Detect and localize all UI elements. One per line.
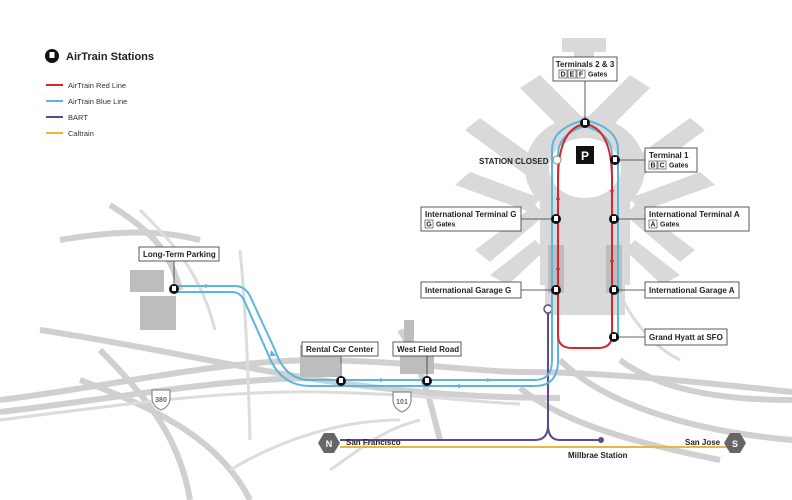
- airtrain-red-line: [557, 122, 613, 349]
- label-terminal1[interactable]: Terminal 1 B C Gates: [644, 147, 698, 173]
- station-marker-closed: [552, 155, 562, 165]
- legend-title: AirTrain Stations: [66, 51, 154, 63]
- us-101-shield: 101: [392, 391, 412, 413]
- parking-structures: [130, 245, 622, 377]
- south-badge: S: [724, 433, 746, 453]
- station-marker-grand-hyatt: [609, 332, 619, 342]
- legend-red-label: AirTrain Red Line: [68, 81, 126, 90]
- label-intl-garage-a[interactable]: International Garage A: [644, 281, 740, 299]
- label-west-field-road[interactable]: West Field Road: [392, 341, 462, 357]
- south-badge-text: S: [732, 439, 738, 449]
- gates-word: Gates: [669, 163, 689, 170]
- legend-bart-label: BART: [68, 113, 88, 122]
- label-intl-garage-g[interactable]: International Garage G: [420, 281, 522, 299]
- station-marker-intl-garage-g: [551, 285, 561, 295]
- label-intl-terminal-a-text: International Terminal A: [649, 210, 740, 219]
- label-intl-terminal-a[interactable]: International Terminal A A Gates: [644, 206, 750, 232]
- red-direction-arrows: [556, 190, 614, 270]
- label-rental-car-center-text: Rental Car Center: [306, 345, 374, 354]
- label-long-term-parking[interactable]: Long-Term Parking: [138, 246, 220, 262]
- parking-icon: [576, 146, 594, 164]
- airtrain-blue-line: [174, 118, 619, 387]
- label-leaders: [173, 80, 645, 376]
- north-badge: N: [318, 433, 340, 453]
- interstate-380-shield: 380: [151, 389, 171, 411]
- legend: AirTrain Stations AirTrain Red Line AirT…: [45, 49, 154, 138]
- gate-g-badge: G: [426, 222, 432, 229]
- gate-e-badge: E: [570, 72, 575, 79]
- millbrae-station-label: Millbrae Station: [568, 451, 628, 460]
- gates-word: Gates: [660, 222, 680, 229]
- north-badge-text: N: [326, 439, 333, 449]
- label-intl-terminal-g[interactable]: International Terminal G G Gates: [420, 206, 522, 232]
- gate-a-badge: A: [650, 222, 655, 229]
- san-jose-label: San Jose: [685, 438, 721, 447]
- bart-line-millbrae: [547, 424, 600, 441]
- station-markers: [169, 118, 620, 386]
- label-west-field-road-text: West Field Road: [397, 345, 459, 354]
- san-francisco-label: San Francisco: [346, 438, 401, 447]
- label-intl-terminal-g-text: International Terminal G: [425, 210, 516, 219]
- gate-d-badge: D: [560, 72, 565, 79]
- station-marker-terminal1: [610, 155, 620, 165]
- station-marker-intl-terminal-g: [551, 214, 561, 224]
- legend-blue-label: AirTrain Blue Line: [68, 97, 127, 106]
- legend-caltrain-label: Caltrain: [68, 129, 94, 138]
- label-intl-garage-g-text: International Garage G: [425, 286, 511, 295]
- gate-f-badge: F: [579, 72, 584, 79]
- direction-arrows: [205, 284, 493, 388]
- parking-symbol: P: [581, 149, 589, 163]
- station-marker-intl-terminal-a: [609, 214, 619, 224]
- terminal-courtyard: [549, 138, 621, 198]
- station-marker-rental-car: [336, 376, 346, 386]
- gates-word: Gates: [588, 72, 608, 79]
- station-closed-label: STATION CLOSED: [479, 157, 549, 166]
- millbrae-dot: [598, 437, 604, 443]
- station-marker-west-field: [422, 376, 432, 386]
- label-grand-hyatt[interactable]: Grand Hyatt at SFO: [644, 328, 728, 346]
- gate-c-badge: C: [659, 163, 664, 170]
- station-marker-terminals23: [580, 118, 590, 128]
- gate-b-badge: B: [650, 163, 655, 170]
- label-terminals23-text: Terminals 2 & 3: [556, 60, 615, 69]
- station-marker-intl-garage-a: [609, 285, 619, 295]
- interstate-380-label: 380: [155, 397, 167, 404]
- label-long-term-parking-text: Long-Term Parking: [143, 250, 216, 259]
- us-101-label: 101: [396, 399, 408, 406]
- gates-word: Gates: [436, 222, 456, 229]
- label-grand-hyatt-text: Grand Hyatt at SFO: [649, 333, 723, 342]
- label-terminals23[interactable]: Terminals 2 & 3 D E F Gates: [552, 56, 618, 82]
- label-terminal1-text: Terminal 1: [649, 151, 689, 160]
- bart-station-icon: [543, 304, 553, 314]
- station-marker-long-term-parking: [169, 284, 179, 294]
- label-intl-garage-a-text: International Garage A: [649, 286, 735, 295]
- label-rental-car-center[interactable]: Rental Car Center: [301, 341, 379, 357]
